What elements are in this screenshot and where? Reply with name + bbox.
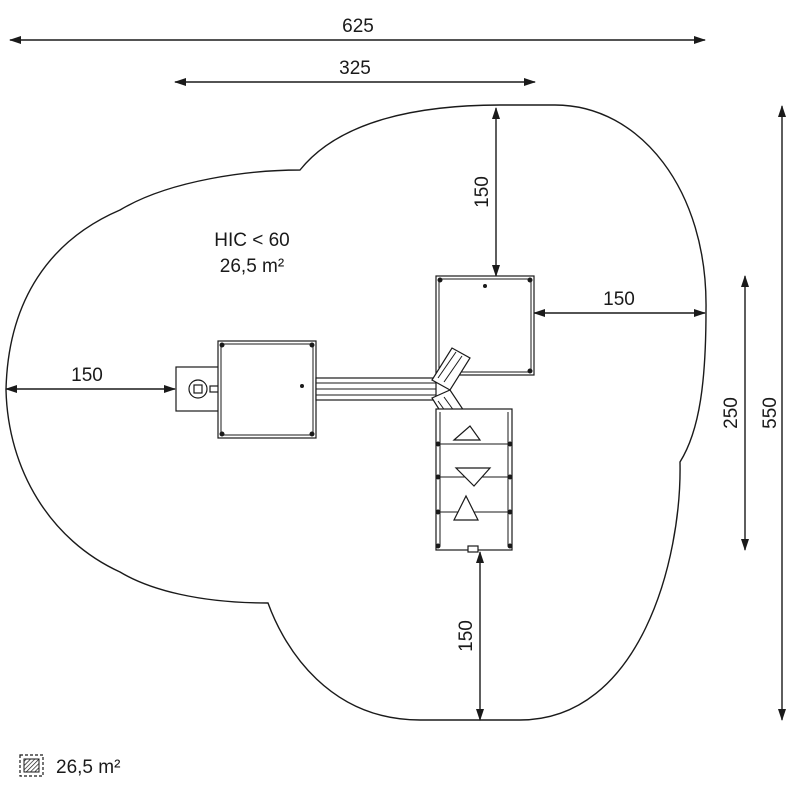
hic-label: HIC < 60 [214,230,290,251]
dimension-label: 150 [603,289,635,310]
dimension-label: 150 [456,620,477,652]
dimension-right-clearance: 150 [533,289,706,317]
left-platform [217,340,317,439]
legend [19,754,44,777]
dimension-overall-depth: 550 [760,105,786,721]
climbing-hold [453,494,479,521]
hatched-area-icon [19,754,44,777]
dimension-label: 625 [342,16,374,37]
area-label: 26,5 m² [220,256,284,277]
climbing-hold [452,425,482,441]
entry-element [175,366,231,412]
dimension-left-clearance: 150 [5,365,176,393]
safety-area-outline [5,104,707,721]
dimension-structure-depth: 250 [721,275,749,551]
dimension-label: 550 [760,397,781,429]
dimension-bottom-clearance: 150 [456,551,484,721]
dimension-label: 325 [339,58,371,79]
dimension-label: 250 [721,397,742,429]
legend-area-label: 26,5 m² [56,757,120,778]
bridge [315,377,437,401]
dimension-top-clearance: 150 [472,107,500,277]
climbing-hold [454,467,492,487]
dimension-overall-width: 625 [9,16,706,44]
dimension-structure-width: 325 [174,58,536,86]
climbing-section [435,408,513,553]
dimension-label: 150 [71,365,103,386]
dimension-label: 150 [472,176,493,208]
